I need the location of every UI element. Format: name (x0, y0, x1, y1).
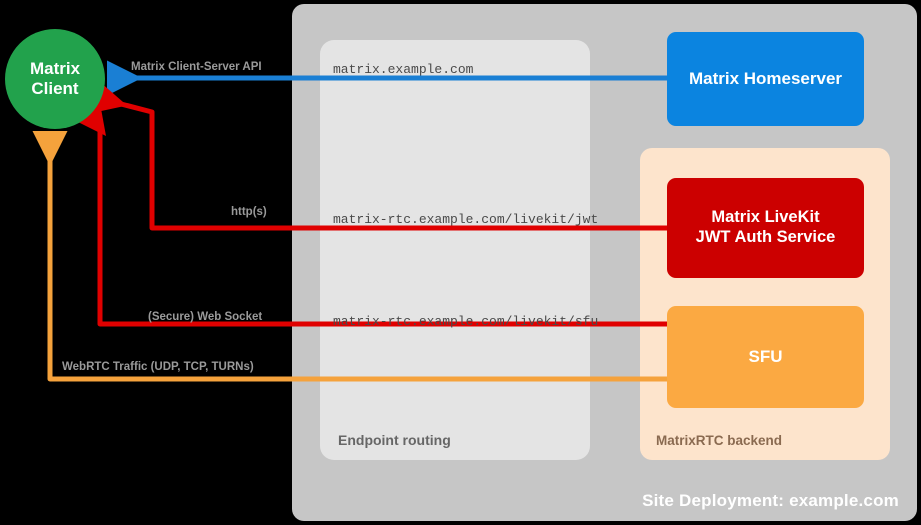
matrix-client-node[interactable]: Matrix Client (5, 29, 105, 129)
matrix-client-label-line1: Matrix (29, 59, 81, 79)
endpoint-routing-caption: Endpoint routing (338, 432, 451, 448)
service-livekit-jwt-auth[interactable]: Matrix LiveKit JWT Auth Service (667, 178, 864, 278)
wire-webrtc-sfu (32, 131, 697, 397)
endpoint-label-jwt: matrix-rtc.example.com/livekit/jwt (333, 212, 599, 227)
endpoint-label-matrix: matrix.example.com (333, 62, 474, 77)
site-deployment-caption: Site Deployment: example.com (642, 491, 899, 510)
service-sfu-label: SFU (748, 346, 783, 366)
service-sfu[interactable]: SFU (667, 306, 864, 408)
service-matrix-homeserver[interactable]: Matrix Homeserver (667, 32, 864, 126)
service-jwt-label-line1: Matrix LiveKit (711, 208, 820, 227)
wire-https-jwt (88, 79, 697, 246)
protocol-label-websocket: (Secure) Web Socket (148, 311, 263, 323)
endpoint-label-sfu: matrix-rtc.example.com/livekit/sfu (333, 314, 599, 329)
protocol-label-webrtc: WebRTC Traffic (UDP, TCP, TURNs) (62, 361, 254, 373)
matrixrtc-backend-caption: MatrixRTC backend (656, 433, 783, 448)
protocol-label-https: http(s) (231, 206, 267, 218)
service-homeserver-label: Matrix Homeserver (688, 68, 843, 88)
matrix-client-label-line2: Client (31, 79, 79, 98)
protocol-label-client-server-api: Matrix Client-Server API (131, 61, 262, 73)
service-jwt-label-line2: JWT Auth Service (695, 228, 836, 246)
